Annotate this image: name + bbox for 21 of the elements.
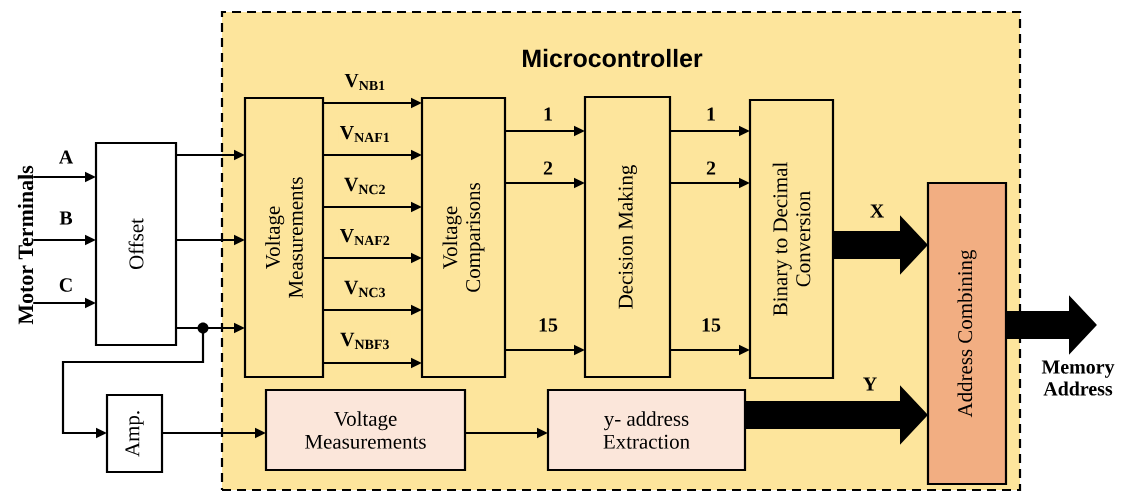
edge-label: 15 xyxy=(700,317,722,333)
edge-label: C xyxy=(57,277,75,293)
edge-label: 15 xyxy=(537,317,559,333)
edge-label: A xyxy=(57,149,75,165)
block-box: Offset xyxy=(94,141,178,347)
edge-label: Memory Address xyxy=(1027,359,1129,397)
block-box: Amp. xyxy=(105,393,164,474)
block-box: Binary to Decimal Conversion xyxy=(748,98,835,380)
block-box: Voltage Measurements xyxy=(243,96,325,379)
panel-title: Microcontroller xyxy=(523,48,703,68)
block-box: Voltage Comparisons xyxy=(420,96,507,379)
edge-label: B xyxy=(58,210,74,226)
edge-label: 2 xyxy=(705,160,717,176)
block-box: y- address Extraction xyxy=(546,388,747,472)
block-box: Decision Making xyxy=(583,95,672,379)
edge-label: 1 xyxy=(705,106,717,122)
block-box: Voltage Measurements xyxy=(264,388,467,472)
block-box: Address Combining xyxy=(926,181,1008,486)
side-label: Motor Terminals xyxy=(17,165,34,325)
edge-label: 1 xyxy=(542,106,554,122)
edge-label: 2 xyxy=(542,160,554,176)
